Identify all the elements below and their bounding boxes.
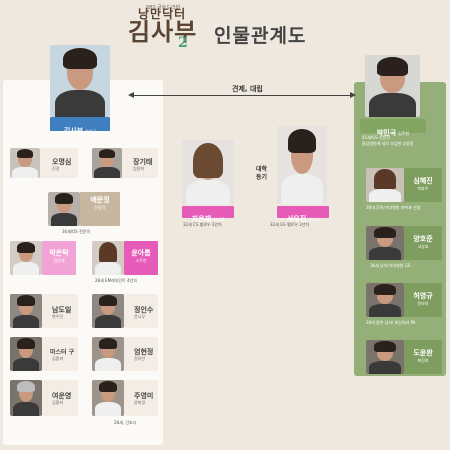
main-left-photo[interactable] <box>50 45 110 117</box>
jung-insu-actor: 윤나무 <box>134 314 146 319</box>
heo-younggyu-desc: 30대 중반 남자/ 외상외과 PA <box>366 320 416 325</box>
jung-insu-name: 정인수 <box>134 306 154 314</box>
jang-gitae-photo <box>92 148 122 178</box>
seo-woojin-name: 서우진 <box>286 215 307 223</box>
shim-hyejin-name-tag: 심혜진 박효주 <box>404 168 442 202</box>
joo-youngmi-actor: 양희경 <box>134 400 146 405</box>
main-left-actor: 한석규 <box>85 129 97 134</box>
heo-younggyu-photo[interactable] <box>366 283 404 317</box>
main-right-desc: 45세/GS 전문의 돌담병원에 새로 부임한 부원장 <box>362 135 414 146</box>
joo-youngmi-desc: 28세, 간호사 <box>114 420 137 425</box>
park-euntak-actor: 김민재 <box>53 258 65 263</box>
nam-doil-actor: 변우민 <box>52 314 64 319</box>
main-right-actor: 김주헌 <box>398 131 410 136</box>
jang-gitae-name: 장기태 <box>133 158 153 166</box>
yeo-unyoung-actor: 김홍파 <box>52 400 64 405</box>
rivalry-label: 견제, 대립 <box>232 85 263 93</box>
yang-hojun-desc: 36세 남자/거대병원 GS <box>370 263 411 268</box>
cha-eunjae-name: 차은재 <box>191 215 212 223</box>
bae-moonjung-name-tag: 배문정 신동욱 <box>80 192 120 226</box>
do-yunwan-actor: 최진호 <box>417 358 429 363</box>
yoon-areum-actor: 소주연 <box>135 258 147 263</box>
master-gu-actor: 김홍파 <box>52 356 64 361</box>
shim-hyejin-photo[interactable] <box>366 168 404 202</box>
bae-moonjung-name: 배문정 <box>90 196 110 204</box>
cha-eunjae-actor: 이성경 <box>213 217 225 222</box>
heo-younggyu-name-tag: 허영규 윤보라 <box>404 283 442 317</box>
park-euntak-photo[interactable] <box>10 241 42 275</box>
yang-hojun-actor: 고상호 <box>417 244 429 249</box>
shim-hyejin-desc: 30대 후반/거대병원 마취과 선생 <box>366 205 421 210</box>
oh-myungsim-actor: 진경 <box>52 166 60 171</box>
yeo-unyoung-name: 여운영 <box>52 392 72 400</box>
logo-season-number: 2 <box>178 35 188 51</box>
shim-hyejin-actor: 박효주 <box>417 186 429 191</box>
main-right-photo[interactable] <box>365 55 420 117</box>
oh-myungsim-name: 오명심 <box>52 158 72 166</box>
logo-line-2: 김사부 <box>128 17 198 46</box>
rivalry-line <box>133 95 351 96</box>
bae-moonjung-photo[interactable] <box>48 192 80 226</box>
header: SBS 금토드라마 낭만닥터 김사부 2 인물관계도 <box>0 0 450 55</box>
do-yunwan-photo[interactable] <box>366 340 404 374</box>
logo-line-1: 낭만닥터 <box>138 7 187 21</box>
eom-hyunjung-photo <box>92 337 124 371</box>
yoon-areum-photo[interactable] <box>92 241 124 275</box>
yang-hojun-name-tag: 양호준 고상호 <box>404 226 442 260</box>
cha-eunjae-photo[interactable] <box>182 140 234 205</box>
master-gu-photo <box>10 337 42 371</box>
main-right-name: 박민국 <box>376 129 397 137</box>
arrow-left-icon <box>128 92 134 98</box>
seo-woojin-photo[interactable] <box>277 126 327 204</box>
heo-younggyu-actor: 윤보라 <box>417 301 429 306</box>
yang-hojun-name: 양호준 <box>413 235 433 243</box>
do-yunwan-name-tag: 도윤완 최진호 <box>404 340 442 374</box>
yoon-areum-desc: 28세 EM레지던트 4년차 <box>95 278 137 283</box>
jang-gitae-actor: 임원희 <box>133 166 145 171</box>
main-left-name: 김사부 <box>63 127 84 135</box>
yoon-areum-name-tag: 윤아름 소주연 <box>124 241 158 275</box>
master-gu-name: 마스터 구 <box>50 349 75 356</box>
eom-hyunjung-name: 엄현정 <box>134 348 154 356</box>
heo-younggyu-name: 허영규 <box>413 292 433 300</box>
nam-doil-name: 남도일 <box>52 306 72 314</box>
nam-doil-photo <box>10 294 42 328</box>
seo-woojin-actor: 안효섭 <box>308 217 320 222</box>
jung-insu-photo <box>92 294 124 328</box>
eom-hyunjung-actor: 정지안 <box>134 356 146 361</box>
page-title: 인물관계도 <box>214 25 307 47</box>
park-euntak-name: 박은탁 <box>49 249 69 257</box>
park-euntak-name-tag: 박은탁 김민재 <box>42 241 76 275</box>
drama-logo: 낭만닥터 김사부 2 <box>128 7 198 50</box>
yoon-areum-name: 윤아름 <box>131 249 151 257</box>
yang-hojun-photo[interactable] <box>366 226 404 260</box>
logo-small-text: SBS 금토드라마 <box>146 5 181 11</box>
cha-eunjae-desc: 32세 CS 펠로우 2년차 <box>183 222 222 227</box>
do-yunwan-name: 도윤완 <box>413 349 433 357</box>
joo-youngmi-photo <box>92 380 124 416</box>
shim-hyejin-name: 심혜진 <box>413 177 433 185</box>
college-label: 대학 동기 <box>256 166 268 181</box>
joo-youngmi-name: 주영미 <box>134 392 154 400</box>
seo-woojin-desc: 32세 GS 펠로우 2년차 <box>270 222 310 227</box>
yeo-unyoung-photo <box>10 380 42 416</box>
bae-moonjung-actor: 신동욱 <box>94 205 106 210</box>
arrow-right-icon <box>350 92 356 98</box>
bae-moonjung-desc: 36세/OS 전문의 <box>62 229 91 234</box>
oh-myungsim-photo <box>10 148 40 178</box>
